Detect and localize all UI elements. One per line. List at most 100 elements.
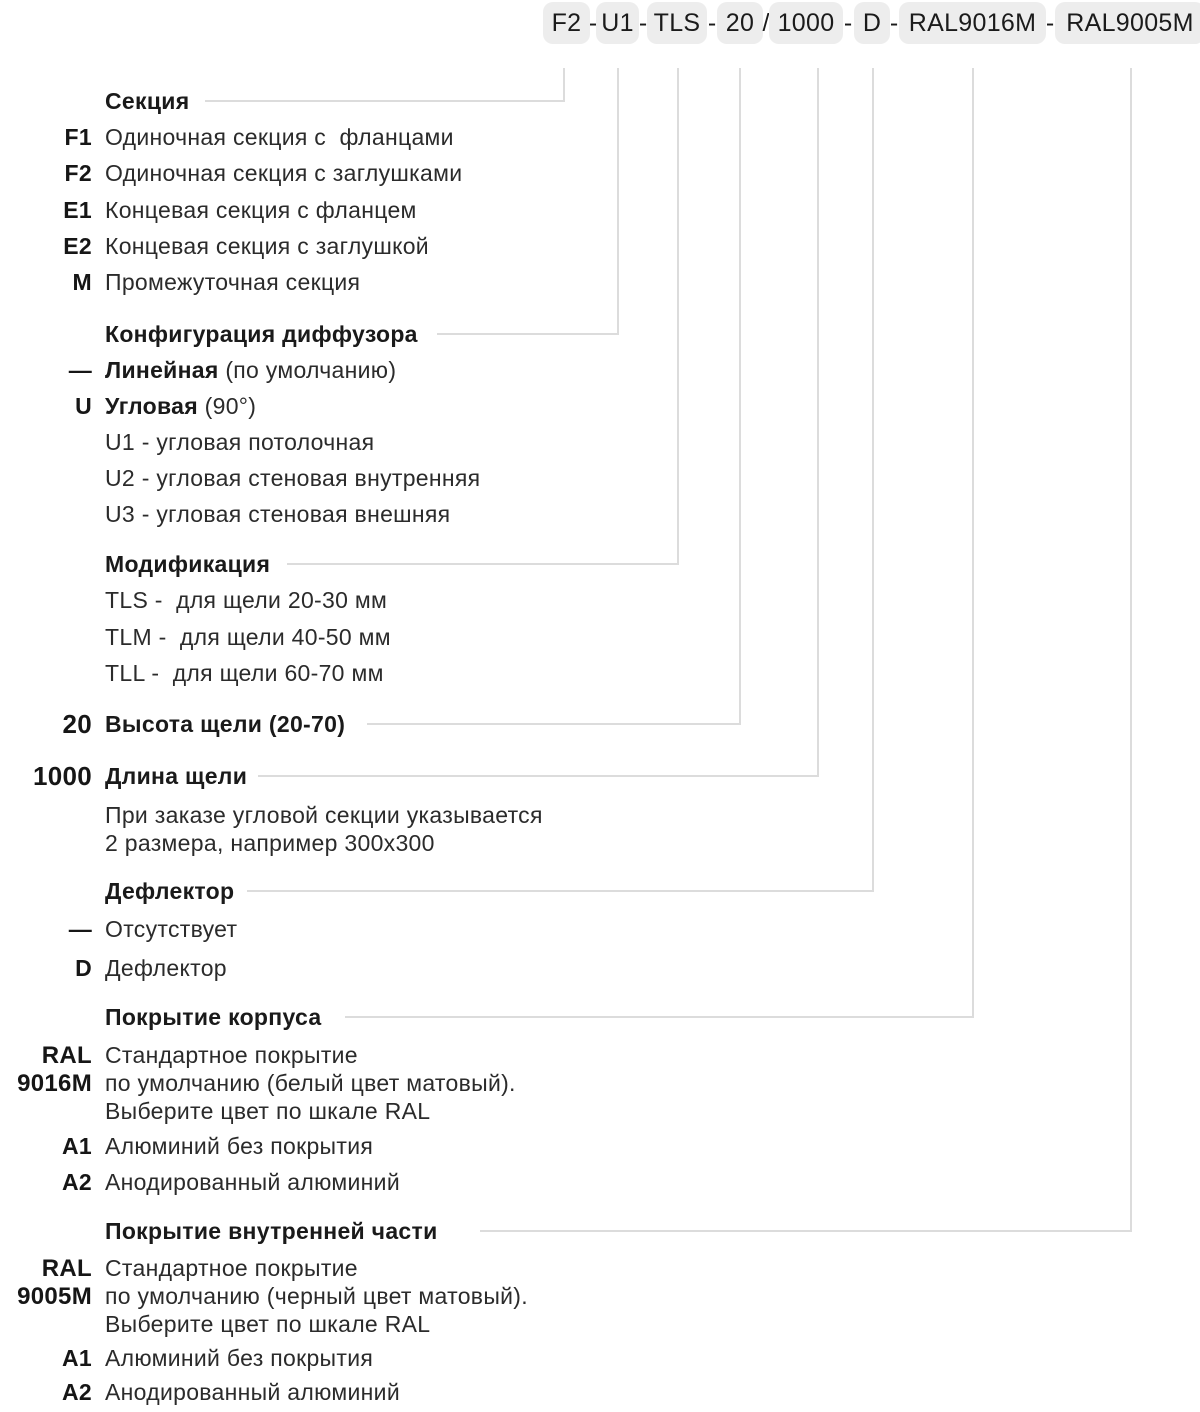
option-label: (90°) [197, 392, 257, 419]
connector-hline-slot-length [258, 775, 819, 777]
option-label: Алюминий без покрытия [105, 1344, 374, 1371]
option-row-e2: E2 Концевая секция с заглушкой [0, 228, 429, 264]
ral-code-line1: RAL [41, 1255, 92, 1282]
connector-vline-body-coating [972, 68, 974, 1018]
ral-desc-line3: Выберите цвет по шкале RAL [105, 1098, 431, 1124]
connector-vline-modification [677, 68, 679, 565]
slot-length-note-line1: При заказе угловой секции указывается [0, 801, 543, 829]
option-label: Отсутствует [105, 915, 238, 942]
ral-desc-line2: по умолчанию (белый цвет матовый). [105, 1070, 516, 1096]
option-code: A2 [61, 1168, 92, 1195]
option-row-ral9005m: RAL 9005M Стандартное покрытие по умолча… [0, 1254, 528, 1338]
option-label: TLL - для щели 60-70 мм [105, 659, 384, 686]
connector-vline-slot-length [817, 68, 819, 777]
slot-length-note-line2: 2 размера, например 300х300 [0, 829, 435, 857]
option-label: Дефлектор [105, 954, 227, 981]
option-label: Одиночная секция с заглушками [105, 159, 463, 186]
section-title-slot-height: 20 Высота щели (20-70) [0, 706, 345, 742]
option-row-tls: TLS - для щели 20-30 мм [0, 582, 387, 618]
section-title-text: Модификация [105, 550, 271, 577]
option-row-u3: U3 - угловая стеновая внешняя [0, 496, 450, 532]
option-label: Одиночная секция с фланцами [105, 123, 454, 150]
option-row-deflector: D Дефлектор [0, 950, 227, 986]
option-label: Концевая секция с фланцем [105, 196, 417, 223]
option-code: M [72, 268, 92, 295]
connector-hline-body-coating [345, 1016, 974, 1018]
option-row-a1: A1 Алюминий без покрытия [0, 1128, 373, 1164]
option-row-f1: F1 Одиночная секция с фланцами [0, 119, 454, 155]
option-code: A1 [61, 1132, 92, 1159]
option-row-tlm: TLM - для щели 40-50 мм [0, 619, 391, 655]
connector-vline-config [617, 68, 619, 335]
option-label: (по умолчанию) [218, 356, 397, 383]
code-segment-modification: TLS [647, 2, 707, 44]
section-title-text: Конфигурация диффузора [105, 320, 418, 347]
code-separator: - [707, 8, 717, 37]
option-row-a2: A2 Анодированный алюминий [0, 1374, 400, 1410]
option-code: 1000 [32, 760, 92, 791]
ral-desc-line1: Стандартное покрытие [105, 1255, 358, 1281]
ral-desc-line3: Выберите цвет по шкале RAL [105, 1311, 431, 1337]
option-label: Промежуточная секция [105, 268, 361, 295]
code-segment-slot-height: 20 [717, 2, 763, 44]
section-title-config: Конфигурация диффузора [0, 316, 418, 352]
code-separator: - [638, 8, 648, 37]
option-label: Анодированный алюминий [105, 1378, 400, 1405]
code-separator-slash: / [762, 8, 770, 37]
code-segment-body-coating: RAL9016M [899, 2, 1046, 44]
option-label: TLM - для щели 40-50 мм [105, 623, 391, 650]
section-title-text: Дефлектор [105, 877, 235, 904]
section-title-section: Секция [0, 83, 189, 119]
connector-hline-modification [287, 563, 679, 565]
option-row-a1: A1 Алюминий без покрытия [0, 1340, 373, 1376]
connector-hline-deflector [247, 890, 874, 892]
code-segment-section: F2 [543, 2, 590, 44]
ral-desc-line1: Стандартное покрытие [105, 1042, 358, 1068]
connector-vline-deflector [872, 68, 874, 892]
option-label-bold: Линейная [105, 356, 219, 383]
option-code: — [68, 915, 92, 942]
option-code: — [68, 356, 92, 383]
option-row-linear: — Линейная (по умолчанию) [0, 352, 396, 388]
note-text: 2 размера, например 300х300 [105, 829, 435, 856]
section-title-body-coating: Покрытие корпуса [0, 999, 321, 1035]
code-segment-config: U1 [596, 2, 639, 44]
section-title-text: Покрытие корпуса [105, 1003, 322, 1030]
option-label: U3 - угловая стеновая внешняя [105, 500, 451, 527]
option-code: RAL 9016M [0, 1041, 92, 1098]
option-row-m: M Промежуточная секция [0, 264, 360, 300]
option-row-f2: F2 Одиночная секция с заглушками [0, 155, 463, 191]
section-title-text: Секция [105, 87, 190, 114]
option-row-tll: TLL - для щели 60-70 мм [0, 655, 384, 691]
section-title-text: Покрытие внутренней части [105, 1217, 438, 1244]
option-code: U [75, 392, 92, 419]
code-separator: - [588, 8, 598, 37]
option-label: U2 - угловая стеновая внутренняя [105, 464, 481, 491]
connector-vline-slot-height [739, 68, 741, 725]
option-row-e1: E1 Концевая секция с фланцем [0, 192, 417, 228]
connector-vline-inner-coating [1130, 68, 1132, 1232]
option-row-no-deflector: — Отсутствует [0, 911, 237, 947]
ral-code-line2: 9016M [17, 1070, 92, 1097]
option-label: Анодированный алюминий [105, 1168, 400, 1195]
ral-code-line1: RAL [41, 1042, 92, 1069]
option-row-ral9016m: RAL 9016M Стандартное покрытие по умолча… [0, 1041, 516, 1125]
option-code: A2 [61, 1378, 92, 1405]
option-label: Стандартное покрытие по умолчанию (черны… [105, 1254, 528, 1338]
option-code: E1 [63, 196, 92, 223]
section-title-text: Высота щели (20-70) [105, 710, 346, 737]
connector-hline-slot-height [367, 723, 741, 725]
option-code: D [75, 954, 92, 981]
ral-desc-line2: по умолчанию (черный цвет матовый). [105, 1283, 528, 1309]
option-label: Концевая секция с заглушкой [105, 232, 429, 259]
option-code: E2 [63, 232, 92, 259]
option-label-bold: Угловая [105, 392, 198, 419]
ral-code-line2: 9005M [17, 1283, 92, 1310]
code-segment-deflector: D [854, 2, 890, 44]
connector-hline-config [437, 333, 619, 335]
section-title-modification: Модификация [0, 546, 270, 582]
note-text: При заказе угловой секции указывается [105, 801, 543, 828]
code-segment-inner-coating: RAL9005M [1055, 2, 1200, 44]
option-code: A1 [61, 1344, 92, 1371]
